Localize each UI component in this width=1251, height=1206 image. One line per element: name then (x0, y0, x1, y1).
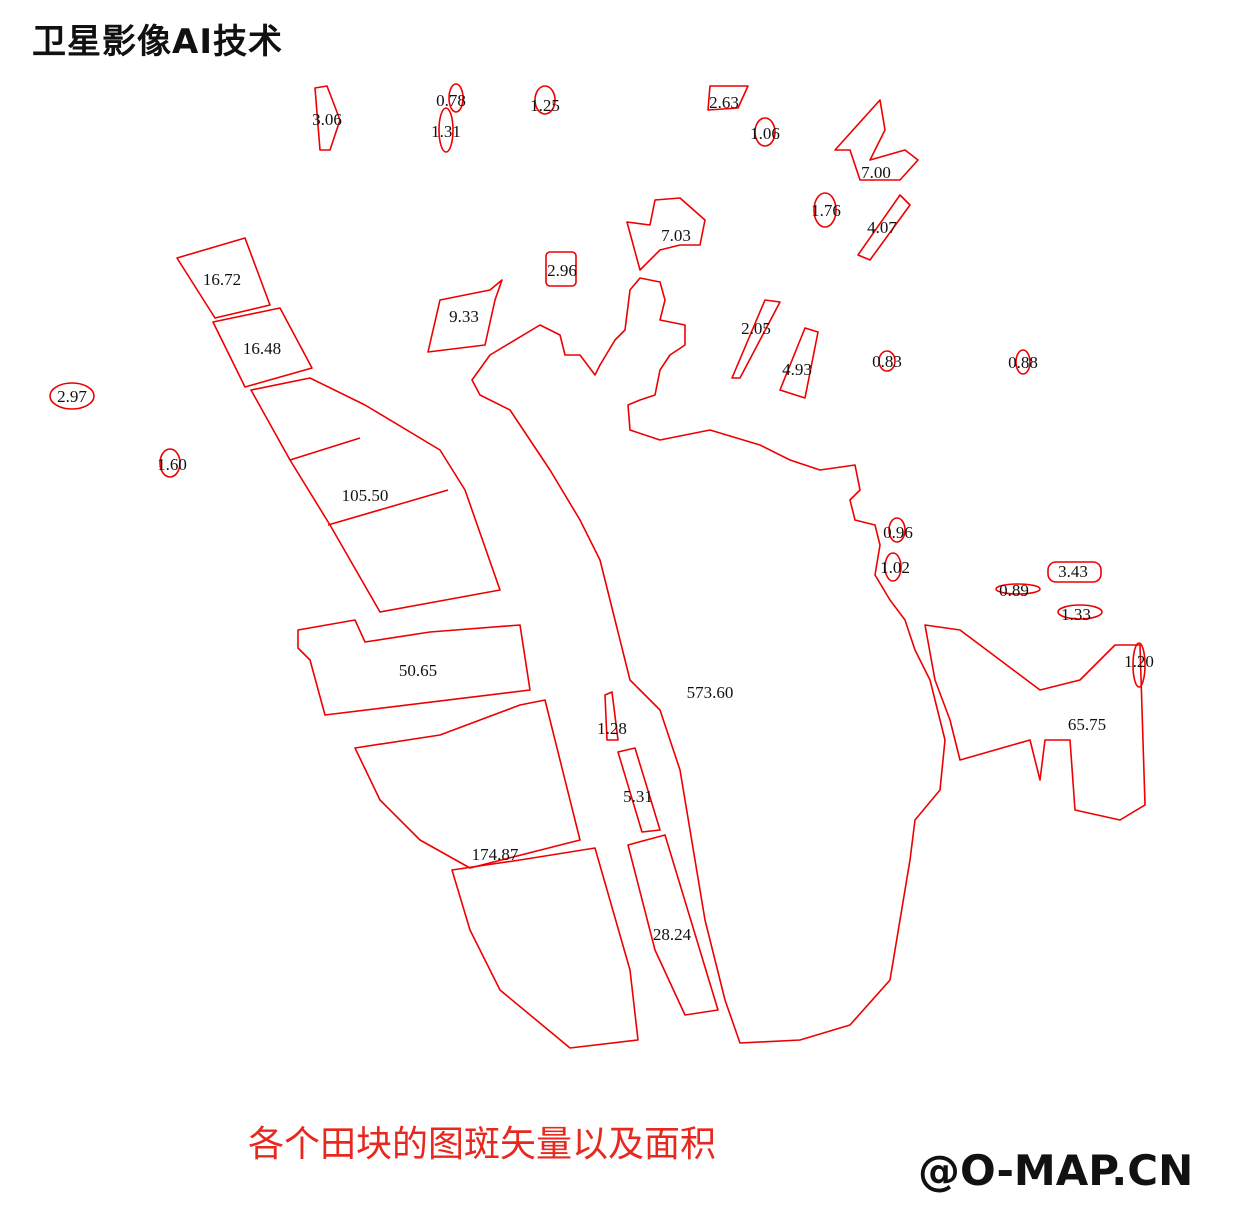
parcel-area-label: 1.33 (1061, 605, 1091, 624)
parcel-boundary-50-65 (297, 619, 531, 716)
parcel-area-labels: 3.06 0.78 1.31 1.25 2.63 1.06 7.00 1.76 4.07 7.03… (57, 91, 1154, 944)
parcel-boundary-9-33 (427, 279, 503, 353)
parcel-boundary-7-03 (626, 197, 706, 271)
parcel-area-label: 2.96 (547, 261, 577, 280)
parcel-area-label: 9.33 (449, 307, 479, 326)
parcel-boundary-28-24 (627, 834, 719, 1016)
parcel-area-label: 0.88 (1008, 353, 1038, 372)
parcel-area-label: 65.75 (1068, 715, 1106, 734)
parcel-boundary-1-33 (1057, 604, 1103, 620)
parcel-area-label: 1.06 (750, 124, 780, 143)
parcel-area-label: 4.07 (867, 218, 897, 237)
parcel-boundary-105-50 (250, 377, 501, 613)
parcel-area-label: 1.76 (811, 201, 841, 220)
parcel-area-label: 1.28 (597, 719, 627, 738)
parcel-boundary-1-60 (159, 448, 181, 478)
parcel-area-label: 16.48 (243, 339, 281, 358)
parcel-boundary-16-48 (212, 307, 313, 388)
parcel-boundary-4-07 (857, 194, 911, 261)
parcel-area-label: 16.72 (203, 270, 241, 289)
page-title: 卫星影像AI技术 (32, 22, 283, 62)
parcel-area-label: 1.25 (530, 96, 560, 115)
parcel-area-label: 28.24 (653, 925, 692, 944)
parcel-boundary-16-72 (176, 237, 271, 319)
parcel-boundary-1-20 (1132, 642, 1146, 688)
parcel-boundary-1-76 (813, 192, 837, 228)
parcel-area-label: 1.60 (157, 455, 187, 474)
parcel-strip (289, 437, 449, 526)
parcel-boundary-0-89 (995, 583, 1041, 595)
parcel-area-label: 5.31 (623, 787, 653, 806)
parcel-area-label: 2.97 (57, 387, 87, 406)
caption: 各个田块的图斑矢量以及面积 (248, 1124, 717, 1165)
parcel-boundary-3-06 (314, 85, 341, 151)
parcel-area-label: 3.43 (1058, 562, 1088, 581)
parcel-boundary-2-97 (49, 382, 95, 410)
parcel-boundary-1-31 (438, 107, 454, 153)
parcel-area-label: 0.89 (999, 581, 1029, 600)
parcel-area-label: 174.87 (472, 845, 519, 864)
parcel-boundary-1-25 (534, 85, 556, 115)
parcel-area-label: 0.96 (883, 523, 913, 542)
parcel-boundary-5-31 (617, 747, 661, 833)
parcel-boundaries (49, 83, 1146, 1049)
parcel-area-label: 3.06 (312, 110, 342, 129)
parcel-boundary-2-63 (707, 85, 749, 111)
parcel-area-label: 4.93 (782, 360, 812, 379)
parcel-boundary-2-96 (545, 251, 577, 287)
parcel-area-label: 573.60 (687, 683, 734, 702)
parcel-boundary-4-93 (779, 327, 819, 399)
parcel-boundary-0-83 (878, 350, 896, 372)
parcel-boundary-0-88 (1015, 349, 1031, 375)
brand-watermark: @O-MAP.CN (918, 1146, 1194, 1195)
parcel-area-label: 7.00 (861, 163, 891, 182)
parcel-boundary-65-75 (924, 624, 1146, 821)
parcel-boundary-0-96 (888, 517, 906, 543)
parcel-area-label: 1.02 (880, 558, 910, 577)
parcel-boundary-bottom (451, 847, 639, 1049)
parcel-area-label: 50.65 (399, 661, 437, 680)
parcel-boundary-1-06 (754, 117, 776, 147)
parcel-boundary-573-60 (471, 277, 946, 1044)
parcel-boundary-3-43 (1047, 561, 1102, 583)
parcel-area-label: 0.78 (436, 91, 466, 110)
parcel-area-label: 1.20 (1124, 652, 1154, 671)
parcel-boundary-1-02 (884, 552, 902, 582)
parcel-boundary-174-87 (354, 699, 581, 869)
parcel-area-label: 0.83 (872, 352, 902, 371)
parcel-area-label: 1.31 (431, 122, 461, 141)
parcel-area-label: 105.50 (342, 486, 389, 505)
parcel-boundary-0-78 (448, 83, 464, 113)
parcel-area-label: 2.05 (741, 319, 771, 338)
parcel-boundary-2-05 (731, 299, 781, 379)
parcel-area-label: 7.03 (661, 226, 691, 245)
parcel-boundary-7-00 (834, 99, 919, 181)
parcel-area-label: 2.63 (709, 93, 739, 112)
parcel-boundary-1-28 (604, 691, 619, 741)
